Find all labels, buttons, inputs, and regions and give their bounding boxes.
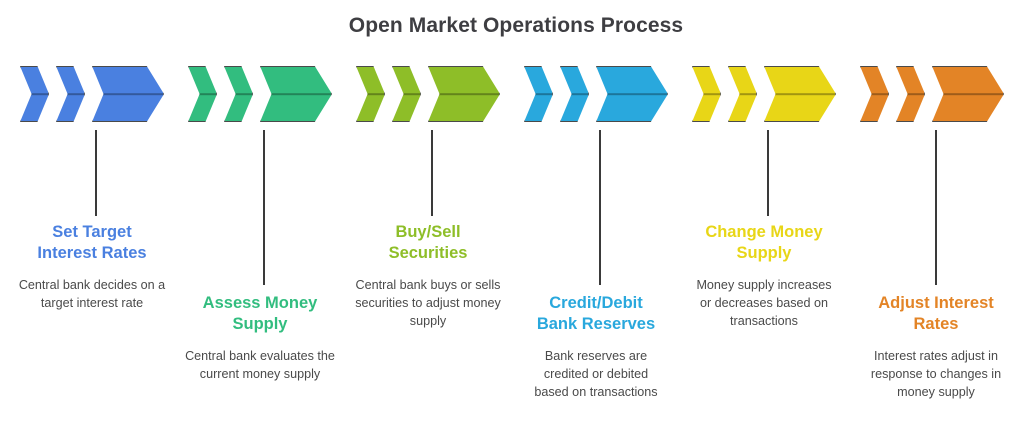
connector-line-3 [431, 130, 433, 216]
step-title-line1: Assess Money [202, 294, 318, 312]
chevron-midline [429, 93, 499, 95]
step-title-line1: Buy/Sell [395, 223, 461, 241]
chevron-midline [357, 93, 384, 95]
chevron-icon-5a [692, 66, 721, 122]
chevron-icon-3b [392, 66, 421, 122]
step-title-line2: Bank Reserves [536, 315, 656, 334]
step-title-1: Set Target Interest Rates [8, 222, 176, 264]
process-step-6: Adjust Interest Rates Interest rates adj… [840, 0, 1016, 442]
step-title-line1: Change Money [705, 223, 823, 241]
step-description-6: Interest rates adjust in response to cha… [870, 349, 1002, 399]
connector-line-1 [95, 130, 97, 216]
chevron-icon-6b [896, 66, 925, 122]
chevron-midline [21, 93, 48, 95]
arrow-group-4 [524, 66, 674, 122]
chevron-icon-3a [356, 66, 385, 122]
step-text-1: Set Target Interest Rates Central bank d… [8, 222, 176, 313]
step-description-3: Central bank buys or sells securities to… [355, 278, 501, 328]
chevron-midline [897, 93, 924, 95]
process-step-5: Change Money Supply Money supply increas… [672, 0, 848, 442]
step-text-6: Adjust Interest Rates Interest rates adj… [848, 293, 1024, 402]
arrow-group-1 [20, 66, 170, 122]
step-description-2: Central bank evaluates the current money… [185, 349, 335, 382]
step-title-line2: Supply [232, 315, 288, 334]
chevron-icon-6a [860, 66, 889, 122]
chevron-midline [765, 93, 835, 95]
chevron-midline [561, 93, 588, 95]
chevron-midline [861, 93, 888, 95]
step-title-5: Change Money Supply [676, 222, 852, 264]
step-description-1: Central bank decides on a target interes… [18, 278, 166, 311]
chevron-icon-5c [764, 66, 836, 122]
step-title-4: Credit/Debit Bank Reserves [508, 293, 684, 335]
connector-line-6 [935, 130, 937, 285]
arrow-group-6 [860, 66, 1010, 122]
chevron-midline [393, 93, 420, 95]
process-step-1: Set Target Interest Rates Central bank d… [0, 0, 176, 442]
chevron-icon-1c [92, 66, 164, 122]
chevron-icon-1a [20, 66, 49, 122]
chevron-midline [693, 93, 720, 95]
chevron-midline [729, 93, 756, 95]
step-title-line2: Securities [388, 244, 468, 263]
connector-line-2 [263, 130, 265, 285]
step-text-2: Assess Money Supply Central bank evaluat… [176, 293, 344, 384]
chevron-icon-6c [932, 66, 1004, 122]
arrow-group-5 [692, 66, 842, 122]
step-title-line2: Interest Rates [37, 244, 147, 263]
chevron-icon-2b [224, 66, 253, 122]
chevron-icon-4b [560, 66, 589, 122]
chevron-midline [225, 93, 252, 95]
step-title-line2: Rates [913, 315, 959, 334]
step-title-line2: Supply [736, 244, 792, 263]
chevron-midline [261, 93, 331, 95]
chevron-midline [57, 93, 84, 95]
page-title: Open Market Operations Process [348, 14, 684, 37]
chevron-icon-2c [260, 66, 332, 122]
step-description-4: Bank reserves are credited or debited ba… [534, 349, 658, 399]
step-title-line1: Credit/Debit [549, 294, 643, 312]
chevron-icon-4c [596, 66, 668, 122]
step-text-3: Buy/Sell Securities Central bank buys or… [344, 222, 512, 331]
chevron-icon-1b [56, 66, 85, 122]
step-title-6: Adjust Interest Rates [848, 293, 1024, 335]
step-text-4: Credit/Debit Bank Reserves Bank reserves… [508, 293, 684, 402]
arrow-group-2 [188, 66, 338, 122]
chevron-icon-4a [524, 66, 553, 122]
chevron-icon-3c [428, 66, 500, 122]
step-title-3: Buy/Sell Securities [344, 222, 512, 264]
arrow-group-3 [356, 66, 506, 122]
connector-line-4 [599, 130, 601, 285]
process-step-3: Buy/Sell Securities Central bank buys or… [336, 0, 512, 442]
chevron-midline [525, 93, 552, 95]
step-title-2: Assess Money Supply [176, 293, 344, 335]
process-step-4: Credit/Debit Bank Reserves Bank reserves… [504, 0, 680, 442]
step-title-line1: Set Target [52, 223, 132, 241]
chevron-icon-2a [188, 66, 217, 122]
step-title-line1: Adjust Interest [878, 294, 994, 312]
connector-line-5 [767, 130, 769, 216]
process-step-2: Assess Money Supply Central bank evaluat… [168, 0, 344, 442]
chevron-icon-5b [728, 66, 757, 122]
chevron-midline [93, 93, 163, 95]
chevron-midline [597, 93, 667, 95]
step-text-5: Change Money Supply Money supply increas… [676, 222, 852, 331]
chevron-midline [189, 93, 216, 95]
chevron-midline [933, 93, 1003, 95]
step-description-5: Money supply increases or decreases base… [696, 278, 832, 328]
